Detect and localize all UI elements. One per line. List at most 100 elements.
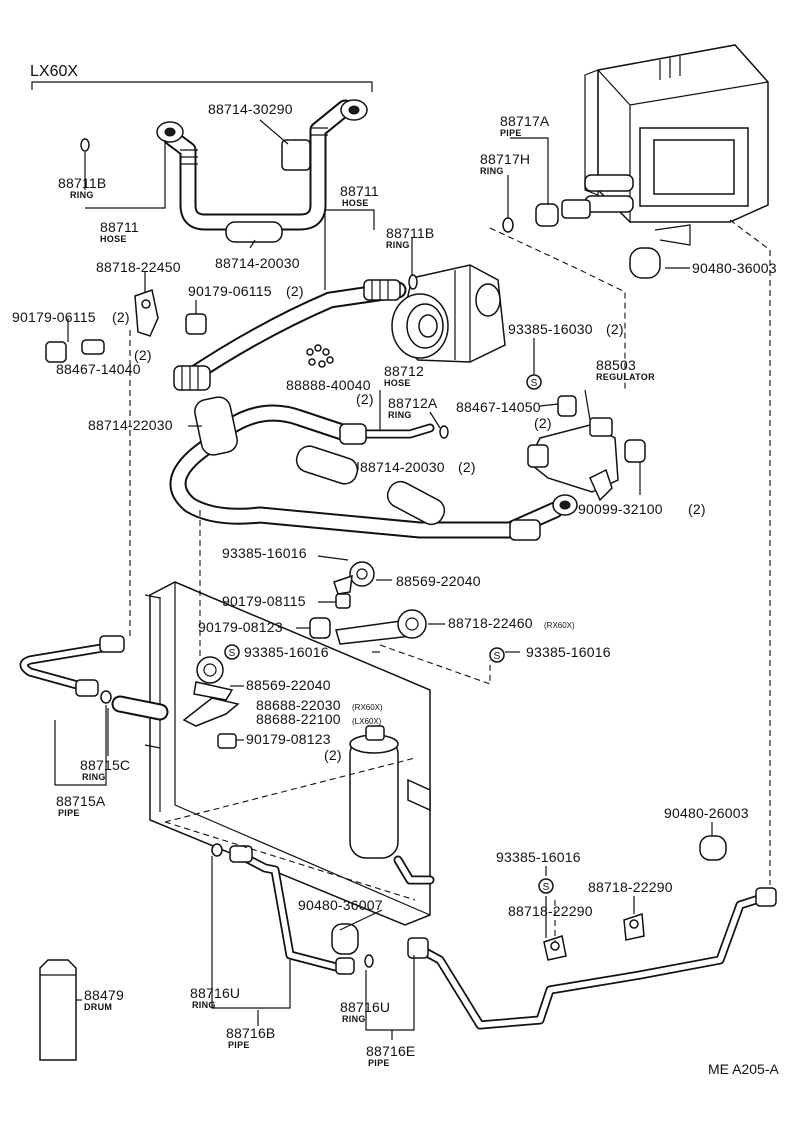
callout-88717h: 88717H (480, 151, 530, 167)
bracket-88718-22450 (134, 289, 159, 337)
s-symbol-93385-16030: S (526, 374, 542, 390)
o-ring-88716u-l (211, 843, 223, 857)
tag-rx60x-88718-22460: (RX60X) (544, 621, 575, 630)
callout-88467-14050: 88467-14050 (456, 399, 541, 415)
bolt-88467-14040 (81, 339, 105, 355)
diagram-code: ME A205-A (708, 1061, 779, 1077)
receiver-drier (349, 725, 435, 885)
sub-ring-88717h: RING (480, 166, 504, 176)
o-ring-88711b-mid (408, 274, 418, 290)
bolt-88467-14050 (557, 395, 577, 417)
sub-hose-88711-mid: HOSE (342, 198, 369, 208)
hose-88711 (173, 279, 407, 391)
nut-90179-08123-b (217, 733, 237, 749)
clamp-88569-22040-b (193, 656, 234, 701)
sub-hose-88712: HOSE (384, 378, 411, 388)
dashed-guides (129, 219, 771, 942)
callout-88716u-l: 88716U (190, 985, 240, 1001)
qty-93385-16030: (2) (606, 321, 624, 337)
callout-90179-06115-l: 90179-06115 (12, 309, 96, 325)
qty-90179-06115-r: (2) (286, 283, 304, 299)
callout-93385-16030: 93385-16030 (508, 321, 593, 337)
compressor (391, 264, 506, 363)
pin-set-88888-40040 (306, 344, 334, 368)
sub-ring-88711b-top: RING (70, 190, 94, 200)
o-ring-88715c (100, 690, 112, 704)
callout-88716e: 88716E (366, 1043, 415, 1059)
grommet-90480-36007 (331, 923, 359, 955)
callout-93385-16016-a: 93385-16016 (222, 545, 307, 561)
callout-88717a: 88717A (500, 113, 550, 129)
pipe-88715a (19, 635, 169, 721)
regulator-88503 (527, 417, 619, 502)
callout-88688-22030: 88688-22030 (256, 697, 341, 713)
sub-pipe-88716b: PIPE (228, 1040, 250, 1050)
hose-88712 (169, 404, 578, 541)
callout-88569-22040-b: 88569-22040 (246, 677, 331, 693)
callout-88718-22460: 88718-22460 (448, 615, 533, 631)
leader-lines (54, 119, 713, 1040)
callout-88888-40040: 88888-40040 (286, 377, 371, 393)
callout-88716u-r: 88716U (340, 999, 390, 1015)
callout-90179-08115: 90179-08115 (222, 593, 306, 609)
callout-90179-06115-r: 90179-06115 (188, 283, 272, 299)
callout-88716b: 88716B (226, 1025, 275, 1041)
nut-90179-08123-a (309, 617, 331, 639)
bracket-88718-22290-a (543, 935, 567, 961)
callout-88503: 88503 (596, 357, 636, 373)
nut-90179-06115-r (185, 313, 207, 335)
sleeve-88714-20030-top (225, 221, 283, 243)
sub-pipe-88715a: PIPE (58, 808, 80, 818)
nut-90179-06115-l (45, 341, 67, 363)
callout-88714-30290: 88714-30290 (208, 101, 293, 117)
sub-pipe-88716e: PIPE (368, 1058, 390, 1068)
qty-88467-14050: (2) (534, 415, 552, 431)
qty-88714-20030-mid: (2) (458, 459, 476, 475)
callout-88715a: 88715A (56, 793, 106, 809)
pipe-88716b (229, 845, 355, 975)
callout-90480-36007: 90480-36007 (298, 897, 383, 913)
s-symbol-93385-16016-b: S (224, 644, 240, 660)
callout-88714-20030-mid: 88714-20030 (360, 459, 445, 475)
qty-90179-06115-l: (2) (112, 309, 130, 325)
sub-ring-88712a: RING (388, 410, 412, 420)
grommet-90480-26003 (699, 835, 727, 861)
callout-88711-mid: 88711 (340, 183, 379, 199)
callout-88718-22290-b: 88718-22290 (508, 903, 593, 919)
callout-88569-22040-a: 88569-22040 (396, 573, 481, 589)
variant-header: LX60X (30, 63, 78, 80)
svg-text:S: S (229, 648, 236, 659)
clamp-88714-30290 (281, 139, 311, 171)
lx60x-hose-assembly (156, 99, 368, 231)
callout-88467-14040: 88467-14040 (56, 361, 141, 377)
sub-ring-88711b-mid: RING (386, 240, 410, 250)
callout-88711-top: 88711 (100, 219, 139, 235)
callout-88711b-top: 88711B (58, 175, 106, 191)
callout-88712a: 88712A (388, 395, 438, 411)
o-ring-88716u-r (364, 954, 374, 968)
sub-pipe-88717a: PIPE (500, 128, 522, 138)
bracket-88718-22460 (335, 609, 427, 645)
callout-88715c: 88715C (80, 757, 130, 773)
pipe-88717a (535, 199, 591, 227)
svg-text:S: S (531, 378, 538, 389)
grommet-90099-32100 (624, 439, 646, 463)
pipe-88716e (407, 887, 777, 1030)
callout-90480-26003: 90480-26003 (664, 805, 749, 821)
callout-90099-32100: 90099-32100 (578, 501, 663, 517)
callout-88718-22290-a: 88718-22290 (588, 879, 673, 895)
o-ring-88712a (439, 425, 449, 439)
callout-88714-22030: 88714-22030 (88, 417, 173, 433)
sub-ring-88715c: RING (82, 772, 106, 782)
nut-90179-08115 (335, 593, 351, 609)
callout-88718-22450: 88718-22450 (96, 259, 181, 275)
s-symbol-93385-16016-d: S (538, 878, 554, 894)
s-symbol-93385-16016-c: S (489, 647, 505, 663)
tag-rx60x-88688: (RX60X) (352, 703, 383, 712)
sub-hose-88711-top: HOSE (100, 234, 127, 244)
bracket-88688 (182, 697, 240, 727)
svg-text:S: S (494, 651, 501, 662)
sub-regulator-88503: REGULATOR (596, 372, 655, 382)
qty-90179-08123-b: (2) (324, 747, 342, 763)
